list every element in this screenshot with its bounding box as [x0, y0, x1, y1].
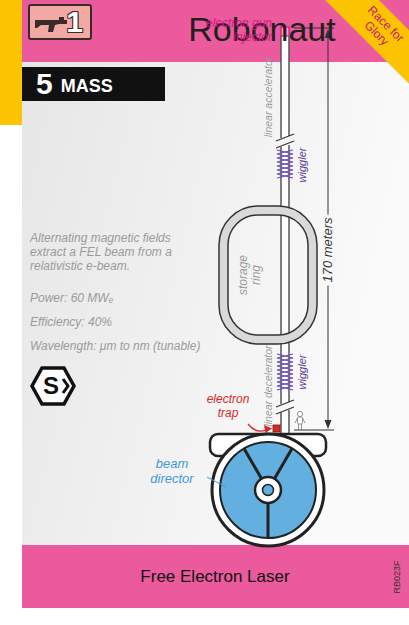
- stat-note: Wavelength: μm to nm (tunable): [30, 340, 200, 354]
- part-label: electron gun injector: [180, 17, 272, 45]
- beam-director-wheel: [210, 434, 326, 546]
- gun-shape: [35, 17, 67, 32]
- stat-note: Power: 60 MWₑ: [30, 292, 113, 306]
- stat-note: Efficiency: 40%: [30, 316, 112, 330]
- chevron-mark: [63, 379, 68, 393]
- card-ground-part: [22, 545, 409, 608]
- beam-director-wheel-part: [220, 442, 316, 538]
- wiggler-magnets-part: [277, 354, 293, 390]
- electron-trap-part: [273, 425, 280, 432]
- part-label: linear decelerator: [262, 345, 274, 426]
- beam-director-wheel-part: [255, 477, 281, 503]
- part-label: beam director: [140, 457, 204, 487]
- part-label: linear accelerator: [262, 57, 274, 138]
- beam-director-wheel-part: [263, 485, 274, 496]
- beam-director-wheel-part: [244, 448, 292, 538]
- card-ground: [0, 0, 409, 608]
- part-label: wiggler: [296, 148, 309, 183]
- hexagon-symbol: S: [30, 366, 76, 406]
- part-label: electron trap: [197, 393, 259, 421]
- node-text: 5: [36, 69, 53, 99]
- dimension-label: 170 meters: [321, 214, 336, 285]
- wiggler-magnets: [277, 150, 293, 390]
- text-holder: storage ring: [237, 248, 263, 302]
- node-text: S: [43, 374, 59, 398]
- card-caption: Free Electron Laser: [140, 567, 289, 587]
- mass-box: 5 MASS: [22, 67, 165, 101]
- card-code: RB023F: [392, 560, 402, 593]
- astronaut-figure: [295, 411, 305, 430]
- beam-tube-part: [281, 36, 289, 433]
- dimension-line-part: [325, 420, 332, 429]
- astronaut-figure-part: [297, 411, 302, 416]
- beam-tube: [276, 28, 294, 433]
- node-subtext: MASS: [61, 73, 113, 95]
- wiggler-magnets-part: [277, 150, 293, 178]
- node-text: 1: [66, 7, 83, 37]
- leader-line-part: [207, 477, 226, 487]
- beam-tube-part: [276, 134, 294, 414]
- node-text: storage ring: [237, 248, 263, 302]
- storage-ring: storage ring: [218, 205, 318, 345]
- leader-line: [207, 477, 226, 487]
- astronaut-figure-part: [298, 417, 303, 424]
- description-note: Alternating magnetic fields extract a FE…: [30, 232, 202, 273]
- wiggler-magnets-part: [277, 354, 293, 390]
- astronaut-figure-part: [295, 418, 305, 430]
- wiggler-magnets-part: [277, 150, 293, 178]
- hexagon-shape: [32, 368, 74, 404]
- weapon-icon-box: 1: [28, 4, 92, 40]
- beam-director-wheel-part: [212, 434, 324, 546]
- beam-tube-part: [281, 410, 289, 433]
- part-label: wiggler: [296, 355, 309, 390]
- gun-icon: [33, 12, 69, 34]
- ring-band: [219, 206, 317, 344]
- card-ground-part: [0, 0, 22, 125]
- card-ground-part: [22, 62, 409, 545]
- ring-outline: [218, 205, 318, 345]
- dimension-line-part: [294, 430, 334, 431]
